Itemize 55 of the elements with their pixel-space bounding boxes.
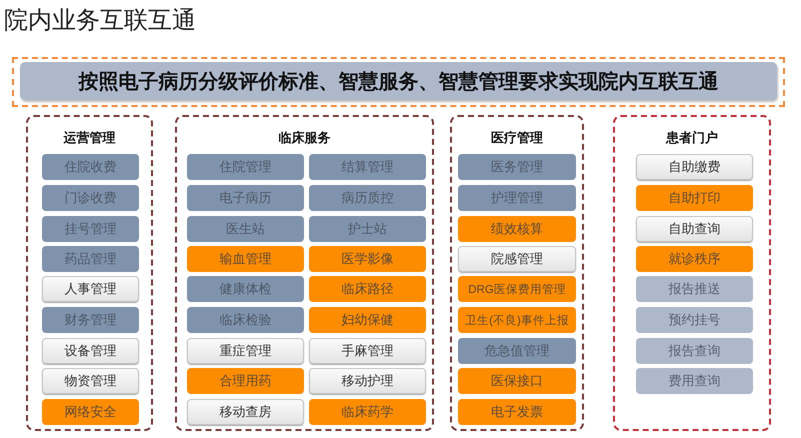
module-box: 药品管理 bbox=[42, 246, 139, 272]
module-box: 网络安全 bbox=[42, 399, 139, 425]
module-box: 卫生(不良)事件上报 bbox=[458, 307, 576, 333]
module-box: 自助查询 bbox=[636, 216, 753, 242]
module-box: 门诊收费 bbox=[42, 185, 139, 211]
banner-box: 按照电子病历分级评价标准、智慧服务、智慧管理要求实现院内互联互通 bbox=[20, 62, 777, 100]
module-box: 住院收费 bbox=[42, 154, 139, 180]
module-box: 自助缴费 bbox=[636, 154, 753, 180]
module-box: 绩效核算 bbox=[458, 216, 576, 242]
module-box: 报告查询 bbox=[636, 338, 753, 364]
module-box: 物资管理 bbox=[42, 368, 139, 394]
module-box: 医学影像 bbox=[309, 246, 426, 272]
panel-heading: 临床服务 bbox=[278, 129, 332, 147]
module-box: 财务管理 bbox=[42, 307, 139, 333]
module-box: 病历质控 bbox=[309, 185, 426, 211]
dashed-panel bbox=[26, 115, 153, 431]
banner-frame bbox=[12, 57, 785, 107]
module-box: 结算管理 bbox=[309, 154, 426, 180]
module-box: 重症管理 bbox=[187, 338, 304, 364]
module-box: 费用查询 bbox=[636, 368, 753, 394]
panel-heading: 患者门户 bbox=[664, 129, 719, 147]
module-box: 移动查房 bbox=[187, 399, 304, 425]
module-box: 人事管理 bbox=[42, 276, 139, 302]
module-box: 危急值管理 bbox=[458, 338, 576, 364]
module-box: 院感管理 bbox=[458, 246, 576, 272]
module-box: 电子发票 bbox=[458, 399, 576, 425]
module-box: 挂号管理 bbox=[42, 216, 139, 242]
module-box: 住院管理 bbox=[187, 154, 304, 180]
module-box: 医保接口 bbox=[458, 368, 576, 394]
module-box: 设备管理 bbox=[42, 338, 139, 364]
panel-heading: 运营管理 bbox=[62, 129, 116, 147]
module-box: 输血管理 bbox=[187, 246, 304, 272]
module-box: 电子病历 bbox=[187, 185, 304, 211]
module-box: 医务管理 bbox=[458, 154, 576, 180]
module-box: 就诊秩序 bbox=[636, 246, 753, 272]
module-box: 护理管理 bbox=[458, 185, 576, 211]
module-box: 手麻管理 bbox=[309, 338, 426, 364]
module-box: 临床路径 bbox=[309, 276, 426, 302]
module-box: 健康体检 bbox=[187, 276, 304, 302]
panel-heading: 医疗管理 bbox=[490, 129, 544, 147]
module-box: 妇幼保健 bbox=[309, 307, 426, 333]
module-box: 护士站 bbox=[309, 216, 426, 242]
module-box: 临床药学 bbox=[309, 399, 426, 425]
module-box: 报告推送 bbox=[636, 276, 753, 302]
dashed-panel bbox=[450, 115, 584, 431]
module-box: 移动护理 bbox=[309, 368, 426, 394]
dashed-panel bbox=[613, 115, 771, 431]
page-title: 院内业务互联互通 bbox=[4, 6, 196, 36]
module-box: 自助打印 bbox=[636, 185, 753, 211]
module-box: 临床检验 bbox=[187, 307, 304, 333]
module-box: DRG医保费用管理 bbox=[458, 276, 576, 302]
module-box: 合理用药 bbox=[187, 368, 304, 394]
module-box: 医生站 bbox=[187, 216, 304, 242]
module-box: 预约挂号 bbox=[636, 307, 753, 333]
dashed-panel bbox=[175, 115, 434, 431]
